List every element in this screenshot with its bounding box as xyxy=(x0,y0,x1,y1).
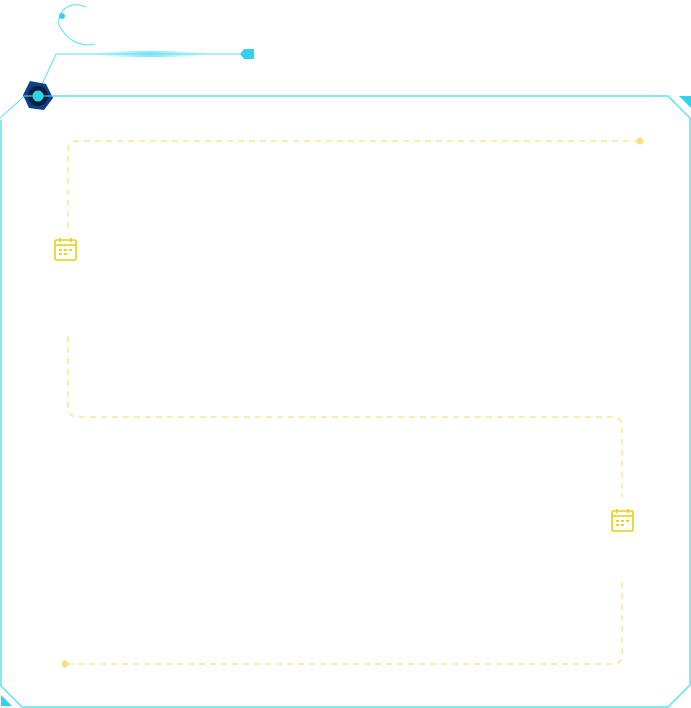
timeline-section-1-content xyxy=(85,160,605,400)
calendar-icon xyxy=(54,238,77,261)
timeline-section-2-content xyxy=(85,435,595,645)
hexagon-node-icon xyxy=(23,81,53,110)
header-connector xyxy=(0,49,254,119)
arc-ornament xyxy=(58,4,96,46)
main-frame-border xyxy=(0,95,691,708)
timeline-path xyxy=(66,140,640,665)
corner-accent-bottom-left xyxy=(1,695,12,706)
corner-accent-top-right xyxy=(679,96,691,108)
calendar-icon xyxy=(611,509,634,532)
timeline-end-dot xyxy=(61,660,69,668)
timeline-start-dot xyxy=(636,137,644,145)
